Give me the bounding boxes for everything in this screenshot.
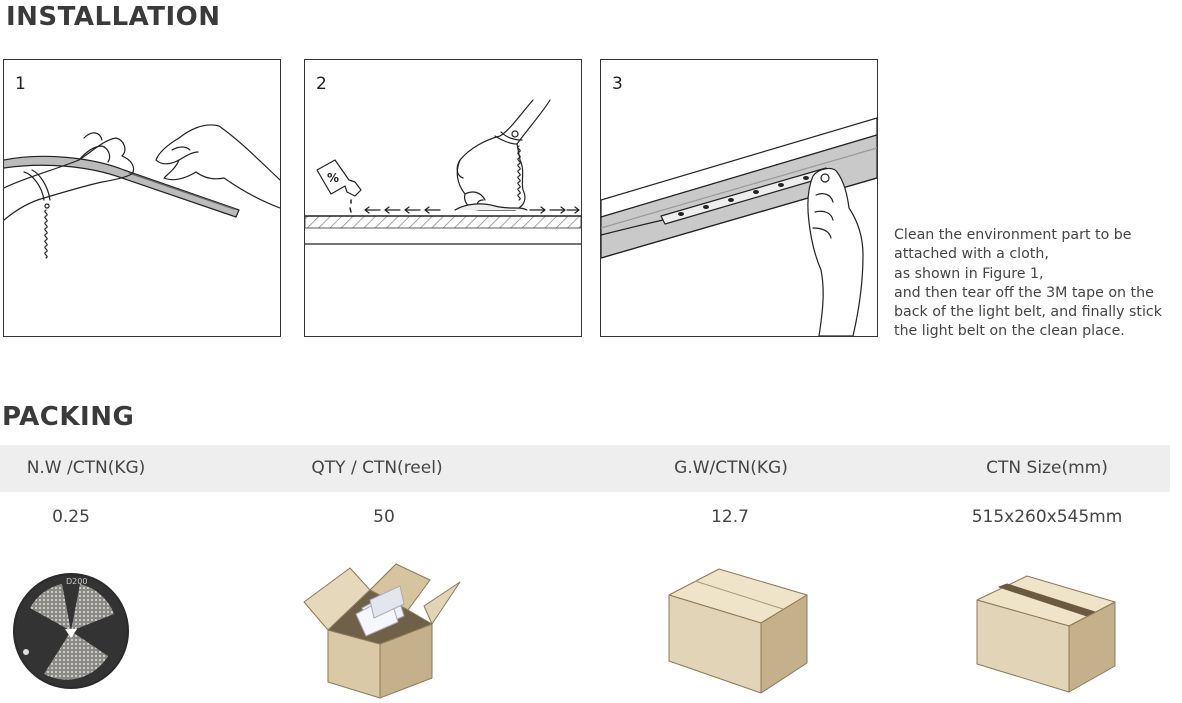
installation-title: INSTALLATION	[6, 2, 221, 32]
instruction-line: Clean the environment part to be	[894, 227, 1132, 243]
packing-title: PACKING	[2, 402, 135, 432]
closed-carton-image	[668, 568, 808, 694]
installation-step-3: 3	[600, 59, 878, 337]
step-number: 2	[316, 74, 327, 94]
instruction-line: attached with a cloth,	[894, 246, 1049, 263]
taped-carton-image	[976, 575, 1116, 693]
hands-peeling-strip-illustration	[4, 124, 280, 259]
column-header-net-weight: N.W /CTN(KG)	[26, 458, 146, 478]
sticking-strip-illustration	[601, 117, 877, 336]
instruction-line: back of the light belt, and finally stic…	[894, 304, 1162, 321]
column-header-quantity: QTY / CTN(reel)	[311, 458, 443, 478]
step-number: 1	[15, 74, 26, 94]
column-header-gross-weight: G.W/CTN(KG)	[674, 458, 788, 478]
cleaning-surface-illustration: %	[305, 99, 581, 245]
column-header-carton-size: CTN Size(mm)	[986, 458, 1108, 478]
instruction-line: the light belt on the clean place.	[894, 323, 1125, 340]
installation-step-1: 1	[3, 59, 281, 337]
led-reel-image: D200	[13, 573, 129, 689]
value-carton-size: 515x260x545mm	[971, 507, 1123, 527]
reel-label: D200	[66, 577, 87, 586]
open-carton-image	[303, 563, 461, 699]
packing-table-header	[0, 445, 1170, 492]
installation-instructions: Clean the environment part to be attache…	[894, 226, 1182, 342]
value-net-weight: 0.25	[52, 507, 90, 527]
value-gross-weight: 12.7	[711, 507, 749, 527]
instruction-line: and then tear off the 3M tape on the	[894, 284, 1154, 301]
value-quantity: 50	[373, 507, 395, 527]
installation-step-2: % 2	[304, 59, 582, 337]
instruction-line: as shown in Figure 1,	[894, 265, 1044, 282]
svg-text:%: %	[327, 171, 339, 185]
step-number: 3	[612, 74, 623, 94]
